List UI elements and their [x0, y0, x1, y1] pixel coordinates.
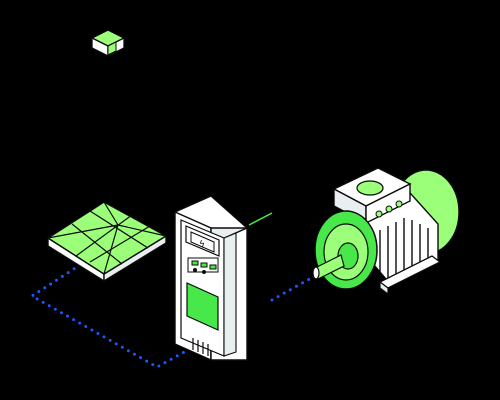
drive-cabinet-icon: ϟ: [173, 195, 249, 362]
drive-symbol: ϟ: [199, 240, 205, 250]
small-cube-icon: [90, 29, 126, 58]
electric-motor-icon: [312, 167, 460, 296]
drive-status-panel: [186, 282, 219, 331]
drive-keypad: [187, 257, 219, 274]
pyramid-icon: [46, 201, 168, 283]
dotted-connector-right: [270, 275, 315, 302]
dotted-connector-left: [29, 263, 190, 369]
drive-motor-link: [248, 212, 273, 226]
